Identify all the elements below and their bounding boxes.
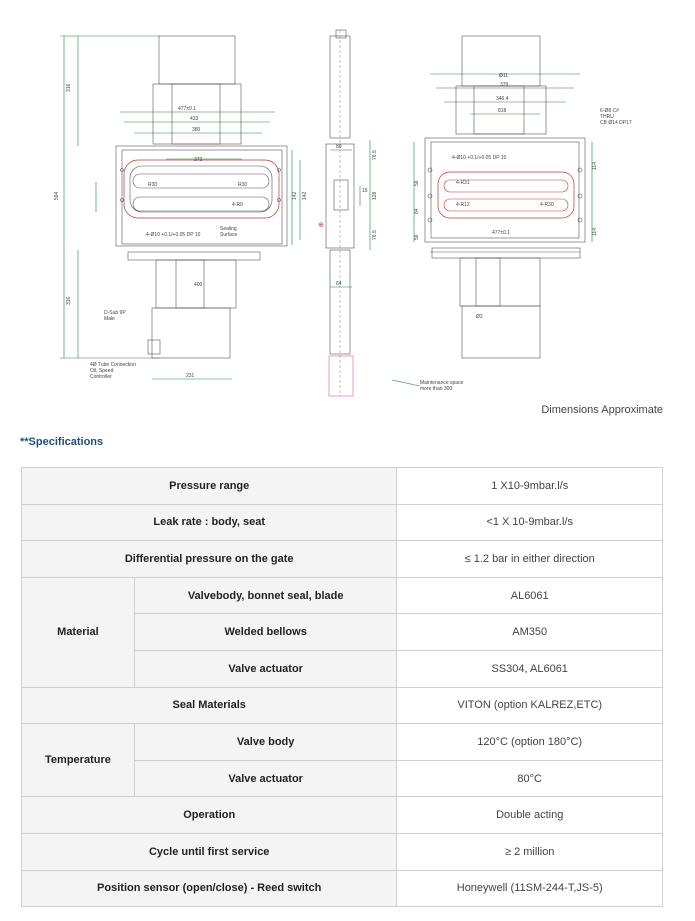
svg-text:84: 84 [414, 208, 420, 214]
spec-label: Valve body [133, 723, 398, 761]
right-view: Ø11 379 346.4 818 477±0.1 4-Ø10 +0.1/+0.… [413, 35, 632, 359]
technical-drawing: 316 594 316 477±0.1 433 380 372 R30 R30 … [54, 29, 632, 397]
svg-text:142: 142 [292, 191, 298, 200]
svg-text:Ø11: Ø11 [499, 73, 508, 79]
table-row: Seal Materials VITON (option KALREZ,ETC) [20, 686, 663, 725]
svg-text:76.5: 76.5 [372, 150, 378, 160]
svg-text:372: 372 [194, 157, 203, 163]
spec-value: 1 X10-9mbar.l/s [396, 467, 663, 505]
svg-text:4-R9: 4-R9 [232, 202, 243, 208]
svg-text:D-Sub 9P: D-Sub 9P [104, 310, 126, 316]
svg-text:477±0.1: 477±0.1 [178, 106, 196, 112]
svg-text:477±0.1: 477±0.1 [492, 230, 510, 236]
svg-text:114: 114 [592, 162, 598, 170]
spec-label: Valve actuator [133, 649, 398, 688]
spec-value: Double acting [396, 796, 663, 834]
spec-value: ≤ 1.2 bar in either direction [396, 540, 663, 578]
svg-text:316: 316 [66, 83, 72, 92]
spec-value: VITON (option KALREZ,ETC) [396, 686, 663, 725]
svg-text:818: 818 [498, 108, 507, 114]
svg-text:56: 56 [414, 234, 420, 240]
table-row: Differential pressure on the gate ≤ 1.2 … [20, 540, 663, 578]
front-view: 316 594 316 477±0.1 433 380 372 R30 R30 … [54, 35, 324, 380]
table-row: Temperature Valve body 120°C (option 180… [21, 723, 663, 798]
specifications-title: **Specifications [20, 436, 104, 448]
spec-label: Welded bellows [133, 613, 398, 651]
svg-text:128: 128 [372, 191, 378, 200]
spec-label: Seal Materials [20, 686, 398, 725]
spec-value: 120°C (option 180°C) [396, 723, 663, 761]
spec-label: Differential pressure on the gate [20, 540, 398, 578]
spec-value: SS304, AL6061 [396, 649, 663, 688]
svg-text:4-R12: 4-R12 [456, 202, 470, 208]
svg-text:76.5: 76.5 [372, 230, 378, 240]
table-row: Pressure range 1 X10-9mbar.l/s [20, 467, 663, 505]
svg-text:346.4: 346.4 [496, 96, 509, 102]
spec-value: <1 X 10-9mbar.l/s [396, 503, 663, 542]
svg-text:56: 56 [414, 180, 420, 186]
svg-text:⊕: ⊕ [318, 222, 324, 229]
table-row: Cycle until first service ≥ 2 million [20, 832, 663, 871]
table-row: Position sensor (open/close) - Reed swit… [20, 869, 663, 908]
svg-text:231: 231 [186, 373, 195, 379]
spec-value: 80°C [396, 759, 663, 798]
svg-text:4-R30: 4-R30 [540, 202, 554, 208]
svg-text:Controller: Controller [90, 374, 112, 380]
svg-text:4Ø Tube Connection: 4Ø Tube Connection [90, 362, 136, 368]
table-row: Welded bellows AM350 [22, 613, 663, 651]
table-row: Operation Double acting [20, 796, 663, 834]
spec-value: ≥ 2 million [396, 832, 663, 871]
svg-text:Oil, Speed: Oil, Speed [90, 368, 114, 374]
spec-label: Cycle until first service [20, 832, 398, 871]
spec-label: Valve actuator [133, 759, 398, 798]
svg-text:316: 316 [66, 296, 72, 305]
svg-text:CB Ø14 DP17: CB Ø14 DP17 [600, 120, 632, 126]
svg-text:142: 142 [302, 191, 308, 200]
svg-text:4-Ø10 +0.1/+0.05 DP 10: 4-Ø10 +0.1/+0.05 DP 10 [146, 232, 201, 238]
spec-label: Position sensor (open/close) - Reed swit… [20, 869, 398, 908]
table-row: Leak rate : body, seat <1 X 10-9mbar.l/s [20, 503, 663, 542]
svg-text:Surface: Surface [220, 232, 237, 238]
svg-text:Maintenance space: Maintenance space [420, 380, 464, 386]
svg-text:Sealing: Sealing [220, 226, 237, 232]
specifications-table: Pressure range 1 X10-9mbar.l/s Leak rate… [20, 467, 663, 908]
svg-text:114: 114 [592, 228, 598, 236]
svg-text:594: 594 [54, 191, 60, 200]
svg-text:Male: Male [104, 316, 115, 322]
table-row: Material Valvebody, bonnet seal, blade A… [21, 576, 663, 688]
svg-text:400: 400 [194, 282, 203, 288]
spec-group-label: Material [21, 576, 135, 688]
spec-label: Pressure range [20, 467, 398, 505]
table-row: Valve actuator 80°C [22, 759, 663, 798]
svg-text:64: 64 [336, 281, 342, 287]
side-view: 80 64 15 128 76.5 76.5 Maintenance space… [325, 29, 464, 397]
svg-text:4-R31: 4-R31 [456, 180, 470, 186]
svg-text:379: 379 [500, 82, 509, 88]
svg-text:380: 380 [192, 127, 201, 133]
svg-text:R30: R30 [238, 182, 247, 188]
svg-text:R30: R30 [148, 182, 157, 188]
svg-text:80: 80 [336, 144, 342, 150]
spec-value: Honeywell (11SM-244-T,JS-5) [396, 869, 663, 908]
svg-text:Ø2: Ø2 [476, 314, 483, 320]
svg-text:THRU: THRU [600, 114, 614, 120]
spec-value: AM350 [396, 613, 663, 651]
svg-text:4-Ø10 +0.1/+0.05 DP 10: 4-Ø10 +0.1/+0.05 DP 10 [452, 155, 507, 161]
table-row: Valve actuator SS304, AL6061 [22, 649, 663, 688]
spec-group-label: Temperature [21, 723, 135, 798]
svg-text:6-Ø8 C#: 6-Ø8 C# [600, 108, 619, 114]
spec-label: Operation [20, 796, 398, 834]
spec-label: Leak rate : body, seat [20, 503, 398, 542]
svg-text:more than 300: more than 300 [420, 386, 452, 392]
spec-value: AL6061 [396, 576, 663, 615]
svg-text:15: 15 [362, 188, 368, 194]
svg-text:433: 433 [190, 116, 199, 122]
dimensions-caption: Dimensions Approximate [541, 404, 663, 416]
spec-label: Valvebody, bonnet seal, blade [133, 576, 398, 615]
